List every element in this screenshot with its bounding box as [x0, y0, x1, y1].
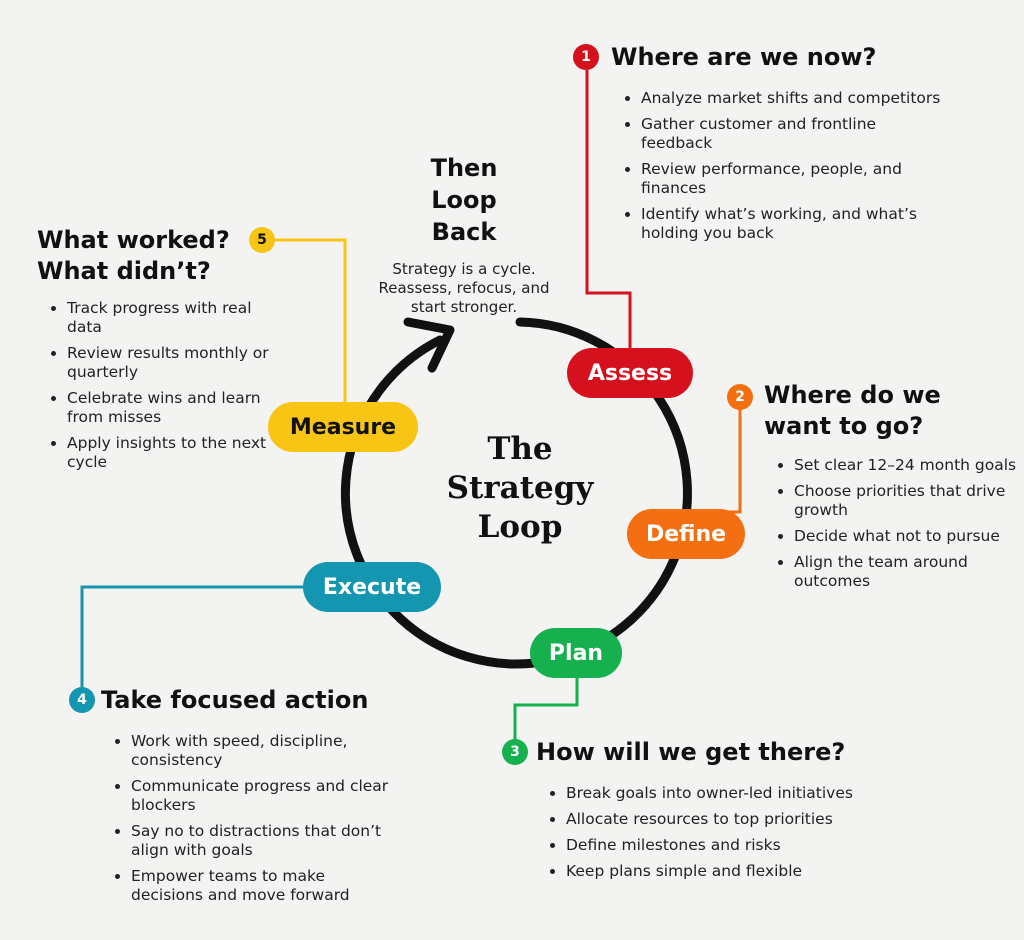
bullet: Keep plans simple and flexible: [566, 862, 886, 881]
bullet: Review performance, people, and finances: [641, 160, 941, 198]
execute-connector: [80, 585, 306, 690]
plan-connector: [513, 676, 579, 742]
loop-back-note: Then Loop Back Strategy is a cycle. Reas…: [378, 152, 550, 317]
bullet: Communicate progress and clear blockers: [131, 777, 401, 815]
bullet: Set clear 12–24 month goals: [794, 456, 1024, 475]
bullet: Allocate resources to top priorities: [566, 810, 886, 829]
execute-pill: Execute: [303, 562, 441, 612]
measure-pill: Measure: [268, 402, 418, 452]
plan-pill: Plan: [530, 628, 622, 678]
loop-arrowhead: [403, 317, 455, 373]
bullet: Align the team around outcomes: [794, 553, 1024, 591]
step-5-bullets: Track progress with real data Review res…: [47, 299, 277, 479]
bullet: Say no to distractions that don’t align …: [131, 822, 401, 860]
bullet: Define milestones and risks: [566, 836, 886, 855]
bullet: Break goals into owner-led initiatives: [566, 784, 886, 803]
step-3-badge: 3: [502, 739, 528, 765]
bullet: Apply insights to the next cycle: [67, 434, 277, 472]
bullet: Decide what not to pursue: [794, 527, 1024, 546]
loop-back-heading: Then Loop Back: [430, 154, 498, 246]
measure-connector: [272, 238, 347, 404]
step-3-bullets: Break goals into owner-led initiatives A…: [546, 784, 886, 888]
bullet: Empower teams to make decisions and move…: [131, 867, 401, 905]
diagram-title: The Strategy Loop: [446, 431, 594, 545]
define-pill: Define: [627, 509, 745, 559]
step-4-badge: 4: [69, 687, 95, 713]
step-4-bullets: Work with speed, discipline, consistency…: [111, 732, 401, 912]
step-3-heading: How will we get there?: [536, 738, 846, 766]
step-1-bullets: Analyze market shifts and competitors Ga…: [621, 89, 941, 250]
step-2-badge: 2: [727, 384, 753, 410]
bullet: Review results monthly or quarterly: [67, 344, 277, 382]
bullet: Analyze market shifts and competitors: [641, 89, 941, 108]
bullet: Track progress with real data: [67, 299, 277, 337]
bullet: Choose priorities that drive growth: [794, 482, 1024, 520]
loop-back-text: Strategy is a cycle. Reassess, refocus, …: [378, 260, 550, 316]
bullet: Work with speed, discipline, consistency: [131, 732, 401, 770]
step-5-heading: What worked? What didn’t?: [37, 226, 230, 285]
assess-connector: [585, 70, 632, 350]
bullet: Celebrate wins and learn from misses: [67, 389, 277, 427]
step-2-bullets: Set clear 12–24 month goals Choose prior…: [774, 456, 1024, 598]
assess-pill: Assess: [567, 348, 693, 398]
step-1-heading: Where are we now?: [611, 43, 877, 71]
step-5-badge: 5: [249, 227, 275, 253]
step-2-heading: Where do we want to go?: [764, 381, 941, 440]
bullet: Identify what’s working, and what’s hold…: [641, 205, 941, 243]
define-connector: [722, 408, 742, 514]
step-4-heading: Take focused action: [101, 686, 369, 714]
bullet: Gather customer and frontline feedback: [641, 115, 941, 153]
step-1-badge: 1: [573, 44, 599, 70]
